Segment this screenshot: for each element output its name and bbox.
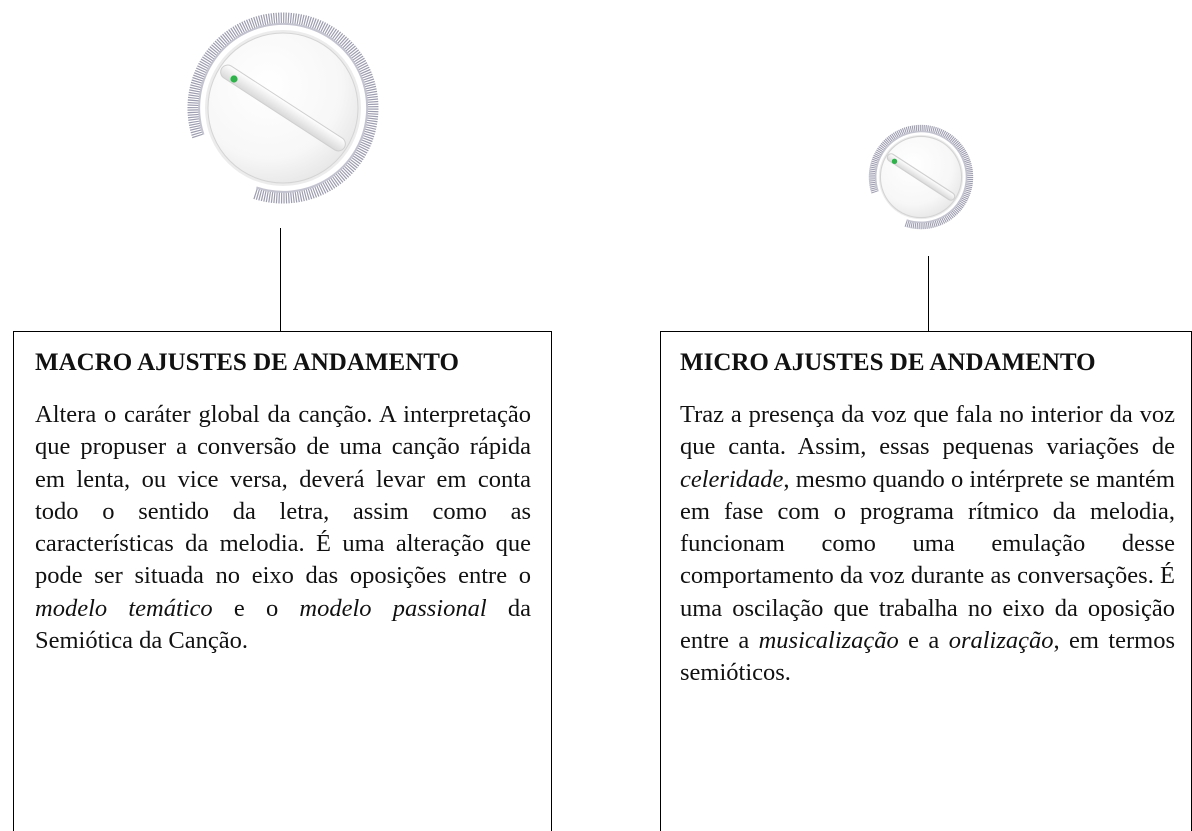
micro-title: MICRO AJUSTES DE ANDAMENTO	[680, 349, 1096, 376]
term-oralizacao: oralização	[948, 627, 1054, 655]
macro-description: Altera o caráter global da canção. A int…	[35, 401, 531, 655]
macro-title: MACRO AJUSTES DE ANDAMENTO	[35, 349, 459, 376]
term-celeridade: celeridade	[680, 465, 784, 493]
term-modelo-passional: modelo passional	[299, 594, 487, 622]
micro-adjustments-box: MICRO AJUSTES DE ANDAMENTO Traz a presen…	[660, 331, 1192, 831]
term-modelo-tematico: modelo temático	[35, 594, 213, 622]
micro-connector-line	[928, 256, 929, 332]
knob-indicator-dot	[230, 75, 238, 83]
micro-tempo-knob-icon	[868, 124, 974, 230]
macro-adjustments-box: MACRO AJUSTES DE ANDAMENTO Altera o cará…	[13, 331, 552, 831]
knob-indicator-dot	[891, 158, 898, 165]
term-musicalizacao: musicalização	[758, 627, 899, 655]
macro-connector-line	[280, 228, 281, 332]
micro-description: Traz a presença da voz que fala no inter…	[680, 401, 1175, 687]
macro-tempo-knob-icon	[187, 12, 379, 204]
